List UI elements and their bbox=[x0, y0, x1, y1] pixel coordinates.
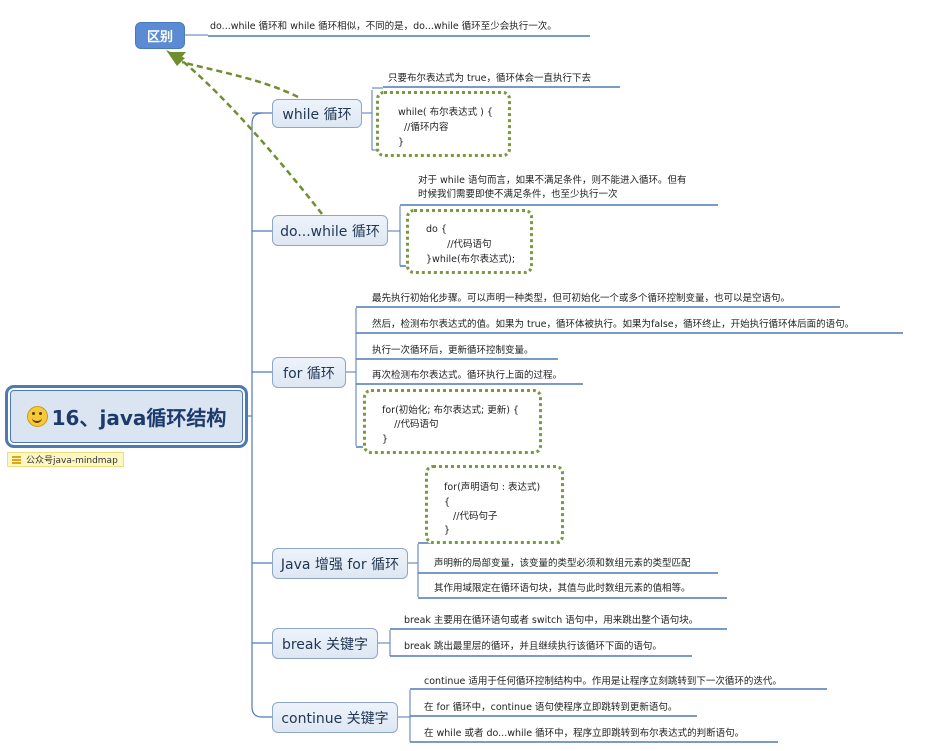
root-topic[interactable]: 16、java循环结构 bbox=[5, 385, 248, 448]
for-note-3: 执行一次循环后，更新循环控制变量。 bbox=[372, 345, 534, 356]
enhanced-for-code-block: for(声明语句 : 表达式) { //代码句子 } bbox=[425, 465, 564, 544]
branch-for-loop[interactable]: for 循环 bbox=[272, 357, 346, 388]
do-while-note-line2: 时候我们需要即使不满足条件，也至少执行一次 bbox=[418, 189, 618, 200]
enhanced-for-note-1: 声明新的局部变量，该变量的类型必须和数组元素的类型匹配 bbox=[434, 558, 691, 569]
continue-note-2: 在 for 循环中，continue 语句使程序立即跳转到更新语句。 bbox=[424, 702, 678, 713]
code-line: //循环内容 bbox=[398, 122, 449, 133]
code-line: } bbox=[444, 525, 451, 536]
smile-emoji-icon bbox=[26, 406, 48, 427]
source-badge: 公众号java-mindmap bbox=[7, 452, 124, 467]
do-while-note-line1: 对于 while 语句而言，如果不满足条件，则不能进入循环。但有 bbox=[418, 175, 687, 186]
branch-while-loop[interactable]: while 循环 bbox=[272, 99, 362, 128]
code-line: } bbox=[398, 137, 405, 148]
branch-enhanced-for-loop[interactable]: Java 增强 for 循环 bbox=[272, 548, 408, 579]
do-while-code-block: do { //代码语句 }while(布尔表达式); bbox=[406, 209, 533, 274]
relation-arrows bbox=[166, 50, 323, 215]
code-line: //代码句子 bbox=[444, 511, 498, 522]
while-code-block: while( 布尔表达式 ) { //循环内容 } bbox=[376, 91, 511, 157]
break-note-1: break 主要用在循环语句或者 switch 语句中，用来跳出整个语句块。 bbox=[404, 615, 699, 626]
continue-note-3: 在 while 或者 do...while 循环中，程序立即跳转到布尔表达式的判… bbox=[424, 728, 745, 739]
code-line: while( 布尔表达式 ) { bbox=[398, 107, 493, 118]
code-line: do { bbox=[426, 224, 447, 235]
code-line: //代码语句 bbox=[426, 239, 492, 250]
code-line: } bbox=[382, 434, 389, 445]
difference-topic[interactable]: 区别 bbox=[135, 22, 185, 49]
branch-break-keyword[interactable]: break 关键字 bbox=[272, 628, 378, 659]
notes-icon bbox=[12, 455, 21, 464]
while-note: 只要布尔表达式为 true，循环体会一直执行下去 bbox=[388, 73, 592, 84]
code-line: for(声明语句 : 表达式) bbox=[444, 482, 541, 493]
badge-text: 公众号java-mindmap bbox=[26, 456, 118, 466]
code-line: }while(布尔表达式); bbox=[426, 254, 516, 265]
branch-do-while-loop[interactable]: do...while 循环 bbox=[272, 215, 388, 246]
root-title: 16、java循环结构 bbox=[51, 406, 227, 430]
branch-continue-keyword[interactable]: continue 关键字 bbox=[272, 702, 398, 733]
for-note-4: 再次检测布尔表达式。循环执行上面的过程。 bbox=[372, 370, 563, 381]
code-line: for(初始化; 布尔表达式; 更新) { bbox=[382, 405, 519, 416]
for-note-1: 最先执行初始化步骤。可以声明一种类型，但可初始化一个或多个循环控制变量，也可以是… bbox=[372, 293, 791, 304]
difference-note: do...while 循环和 while 循环相似，不同的是，do...whil… bbox=[210, 21, 557, 32]
code-line: { bbox=[444, 497, 451, 508]
enhanced-for-note-2: 其作用域限定在循环语句块，其值与此时数组元素的值相等。 bbox=[434, 583, 691, 594]
code-line: //代码语句 bbox=[382, 419, 439, 430]
break-note-2: break 跳出最里层的循环，并且继续执行该循环下面的语句。 bbox=[404, 641, 662, 652]
continue-note-1: continue 适用于任何循环控制结构中。作用是让程序立刻跳转到下一次循环的迭… bbox=[424, 676, 782, 687]
for-note-2: 然后，检测布尔表达式的值。如果为 true，循环体被执行。如果为false，循环… bbox=[372, 319, 855, 330]
for-code-block: for(初始化; 布尔表达式; 更新) { //代码语句 } bbox=[363, 389, 542, 454]
